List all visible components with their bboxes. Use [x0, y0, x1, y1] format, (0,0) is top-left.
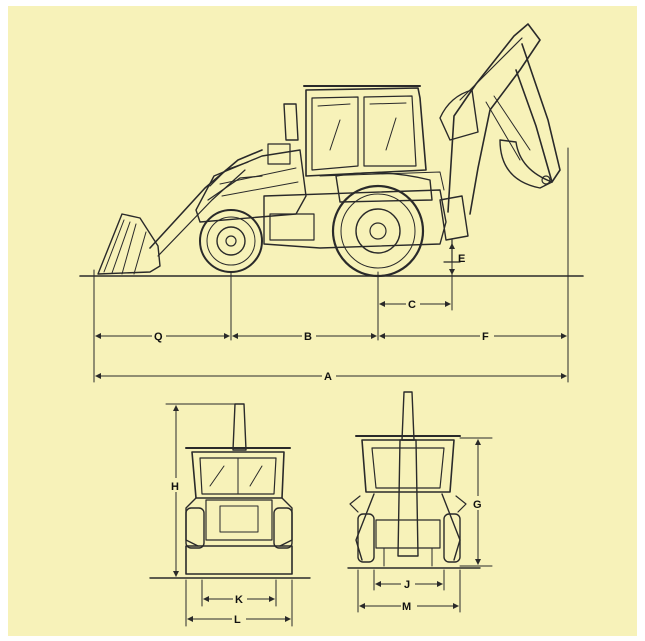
side-view-backhoe: E C Q B F A [79, 23, 584, 383]
dimension-f-label: F [482, 331, 489, 343]
dimension-h-label: H [171, 481, 179, 493]
front-view-backhoe: H K L [149, 403, 311, 627]
dimension-a-label: A [324, 371, 332, 383]
dimension-c-label: C [408, 299, 416, 311]
rear-wheel [331, 184, 425, 278]
front-bucket-view [185, 545, 293, 575]
dimension-j-label: J [404, 579, 410, 591]
dimension-b-label: B [304, 331, 312, 343]
rear-view-backhoe: G J M [347, 391, 493, 613]
exhaust-stack [283, 103, 299, 141]
dimension-e-label: E [458, 253, 465, 265]
dimension-g-label: G [473, 499, 482, 511]
cab [303, 85, 427, 177]
front-bucket [97, 213, 161, 275]
engine-hood [195, 149, 307, 223]
loader-arm [149, 149, 263, 249]
backhoe-boom [439, 23, 561, 215]
dimension-l-label: L [234, 614, 241, 626]
diagram-panel [8, 6, 637, 636]
dimension-q-label: Q [154, 331, 163, 343]
stabilizer-leg [439, 195, 469, 241]
dimension-m-label: M [402, 601, 411, 613]
dimension-k-label: K [235, 594, 243, 606]
chassis [263, 189, 447, 249]
